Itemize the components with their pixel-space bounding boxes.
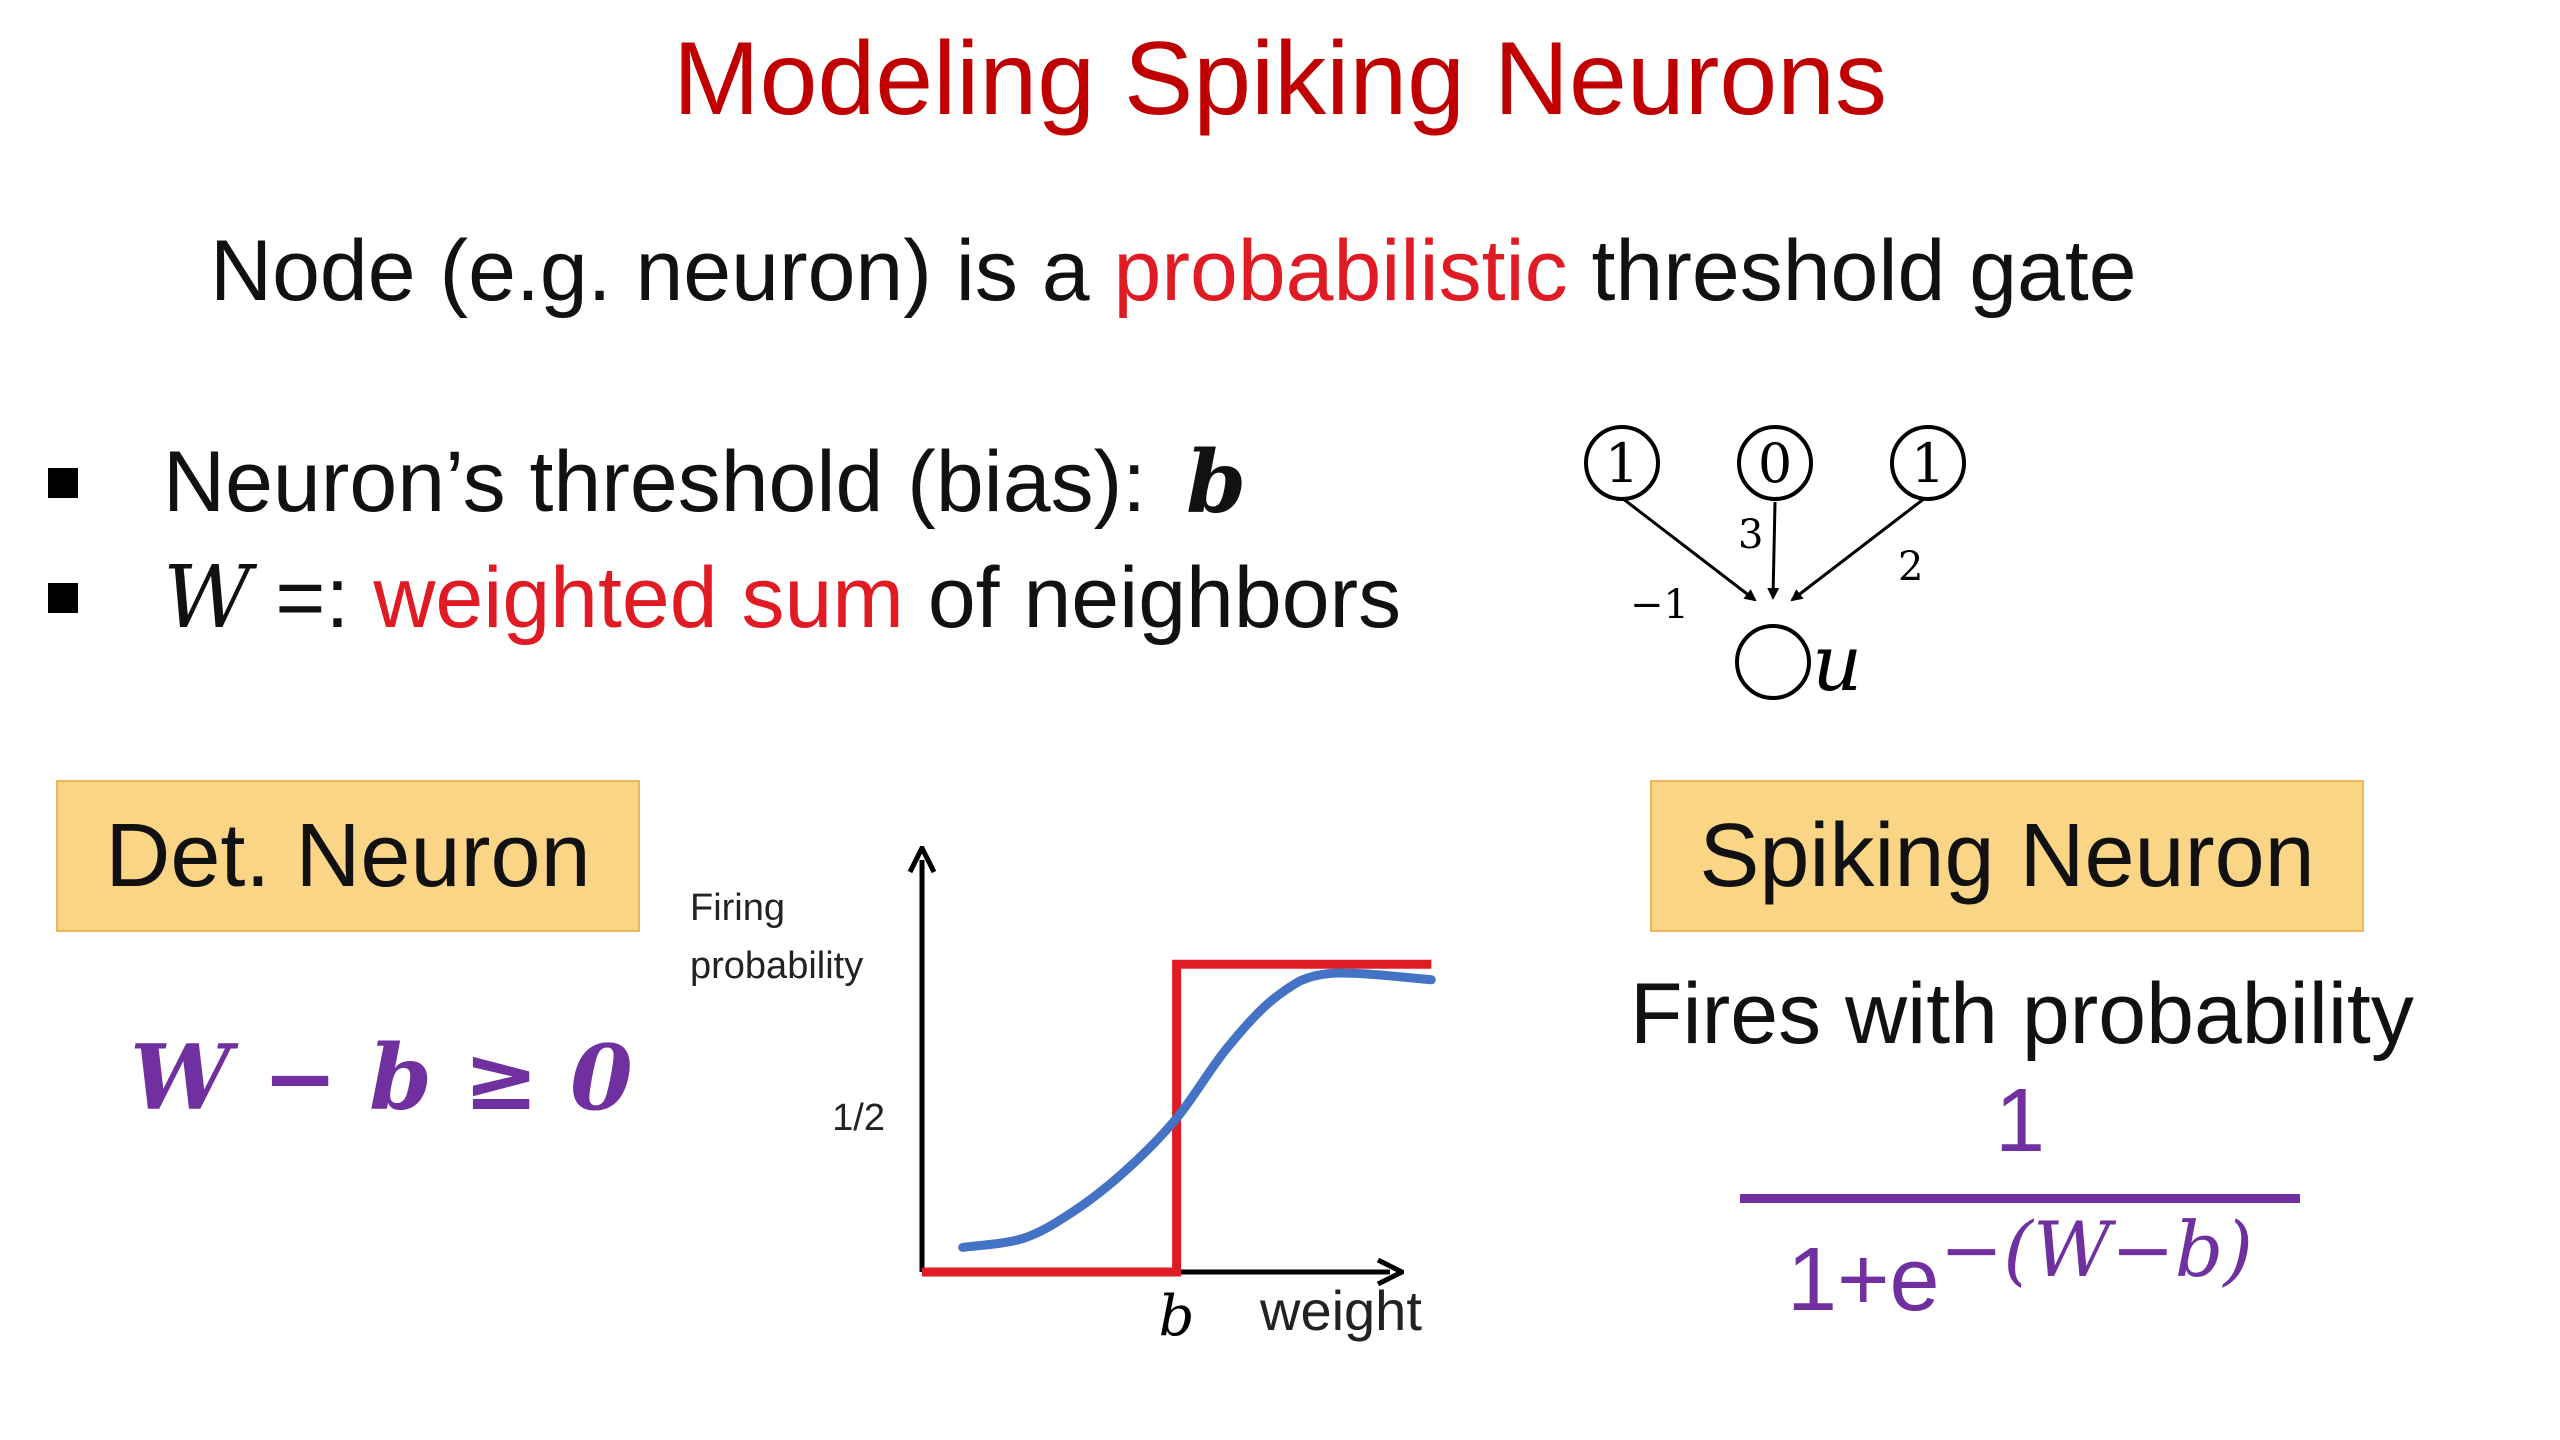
node-n2-label: 0 <box>1758 432 1792 495</box>
edge-n3-weight: 2 <box>1898 544 1923 590</box>
det-neuron-label: Det. Neuron <box>105 805 591 906</box>
graph-node-n2 <box>1737 425 1813 501</box>
x-axis-label: weight <box>1259 1279 1422 1342</box>
edge-n2-u <box>1767 501 1780 600</box>
sigmoid-line <box>958 968 1436 1252</box>
y-axis-label-line2: probability <box>690 945 863 987</box>
denominator-base: 1+e <box>1786 1230 1940 1331</box>
x-tick-b: b <box>1159 1284 1195 1349</box>
firing-probability-chart: Firing probability 1/2 b weight <box>690 830 1436 1349</box>
edge-n2-weight: 3 <box>1738 512 1763 558</box>
node-u-label: u <box>1812 619 1862 709</box>
bullet-weighted-sum: W =: weighted sum of neighbors <box>48 548 1401 648</box>
graph-node-u <box>1735 624 1811 700</box>
det-neuron-formula: W − b ≥ 0 <box>130 1025 633 1131</box>
edge-n1-weight: −1 <box>1630 582 1689 628</box>
spiking-neuron-label-box: Spiking Neuron <box>1650 780 2364 932</box>
definition-operator: =: <box>251 549 350 646</box>
subtitle-after: threshold gate <box>1567 223 2137 319</box>
graph-node-n1 <box>1584 425 1660 501</box>
weighted-sum-after: of neighbors <box>903 549 1402 646</box>
subtitle-before: Node (e.g. neuron) is a <box>210 223 1114 319</box>
subtitle-highlight: probabilistic <box>1113 223 1568 319</box>
bullet-threshold-text: Neuron’s threshold (bias): <box>163 434 1147 530</box>
neuron-graph: 1 0 1 u −1 3 2 <box>1584 425 1966 709</box>
denominator-exponent: −(W−b) <box>1939 1205 2254 1294</box>
det-neuron-label-box: Det. Neuron <box>56 780 640 932</box>
edge-n1-u <box>1621 496 1757 602</box>
fraction-bar <box>1740 1194 2300 1203</box>
node-n1-label: 1 <box>1605 432 1639 495</box>
edge-n3-u <box>1790 496 1926 602</box>
graph-node-n3 <box>1890 425 1966 501</box>
subtitle: Node (e.g. neuron) is a probabilistic th… <box>210 222 2137 321</box>
node-n3-label: 1 <box>1911 432 1945 495</box>
weighted-sum-highlight: weighted sum <box>349 549 904 646</box>
slide-title: Modeling Spiking Neurons <box>672 21 1888 137</box>
fraction-numerator: 1 <box>1994 1071 2046 1171</box>
bullet-square-icon <box>48 467 78 498</box>
fraction-denominator: 1+e−(W−b) <box>1740 1205 2300 1332</box>
bullet-square-icon <box>48 583 78 613</box>
y-axis-label-line1: Firing <box>690 887 785 929</box>
weight-variable: W <box>163 548 252 648</box>
bias-variable: b <box>1186 432 1247 533</box>
bullet-threshold: Neuron’s threshold (bias): b <box>48 432 1246 533</box>
fires-with-probability-text: Fires with probability <box>1630 966 2414 1062</box>
y-tick-half: 1/2 <box>832 1097 885 1139</box>
spiking-neuron-label: Spiking Neuron <box>1699 805 2315 906</box>
